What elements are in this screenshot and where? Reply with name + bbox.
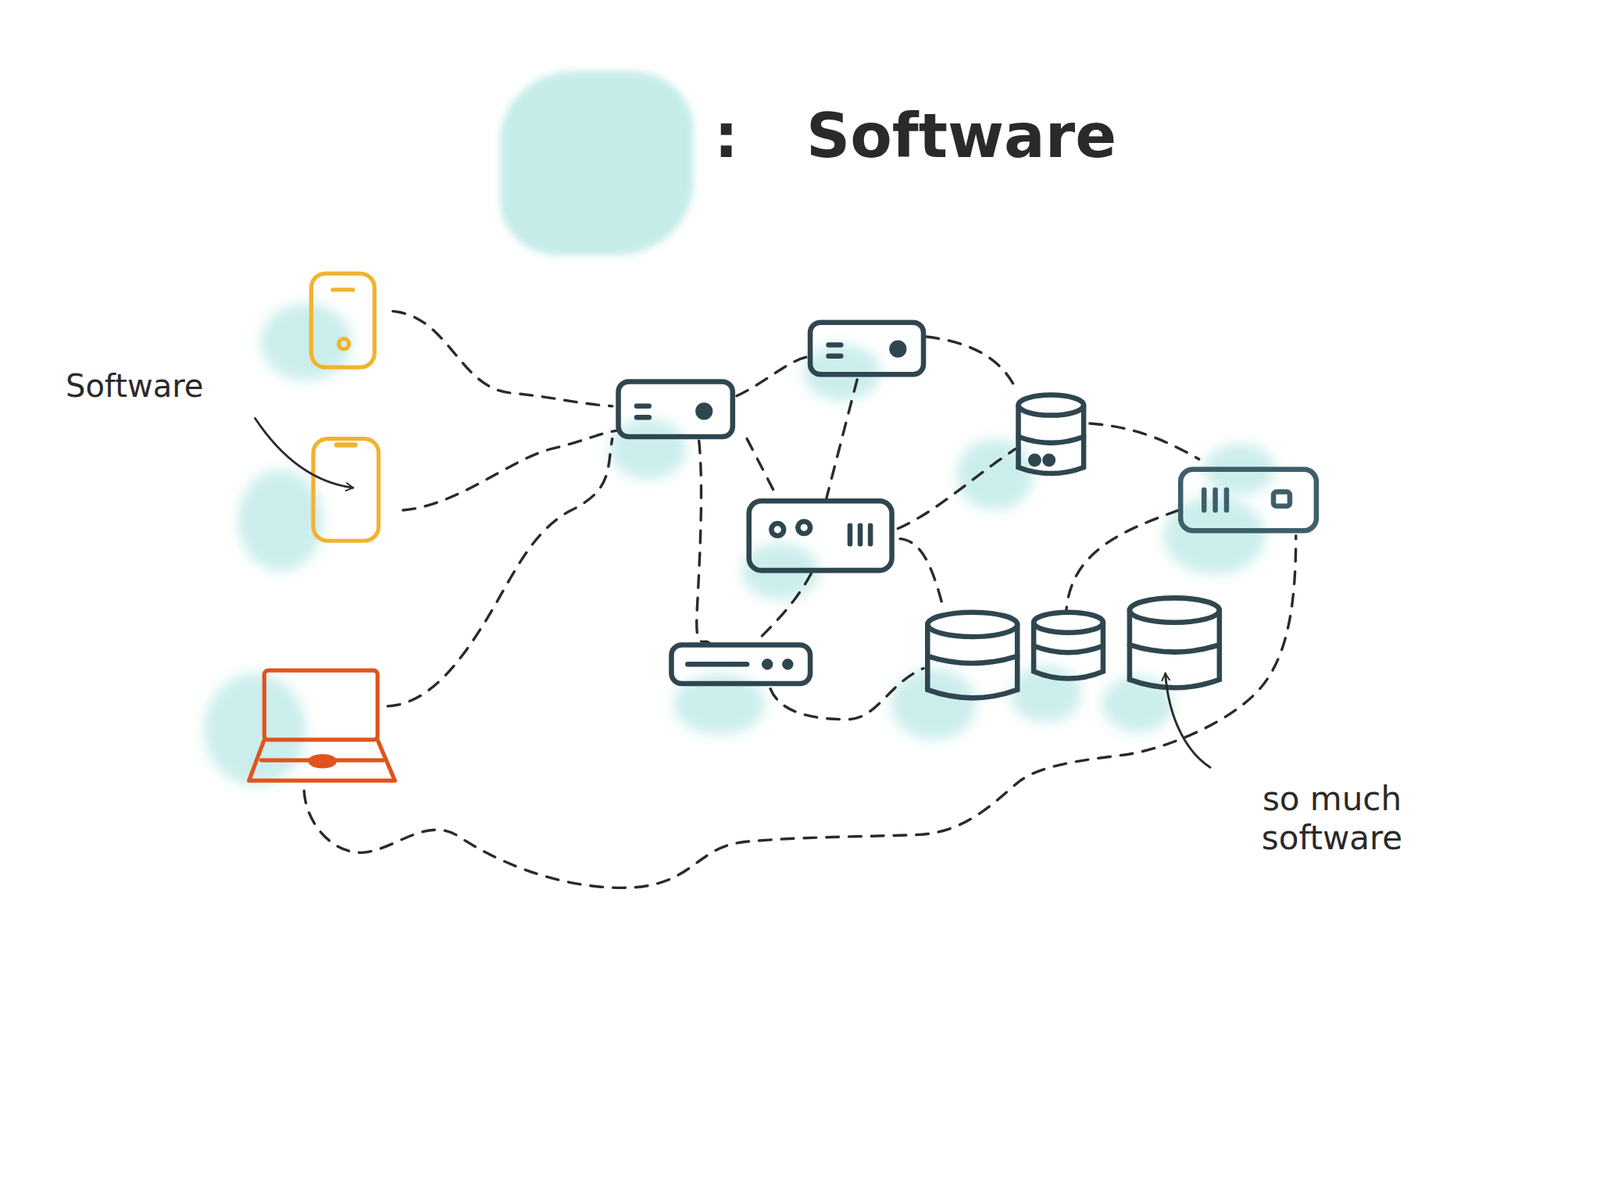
legend-colon: : (714, 100, 739, 174)
dashed-links (303, 310, 1297, 888)
database-icons (927, 394, 1220, 698)
callout-text: so much software (1203, 779, 1461, 859)
phone-icons (310, 273, 379, 541)
legend-swatch (500, 71, 694, 256)
laptop-icon (249, 670, 396, 781)
software-blobs (203, 303, 1275, 786)
legend-text: Software (806, 100, 1117, 174)
server-icon (1180, 469, 1317, 531)
callout-leaders (255, 418, 1211, 768)
callout-text: Software (65, 367, 204, 405)
server-icons (618, 322, 925, 684)
